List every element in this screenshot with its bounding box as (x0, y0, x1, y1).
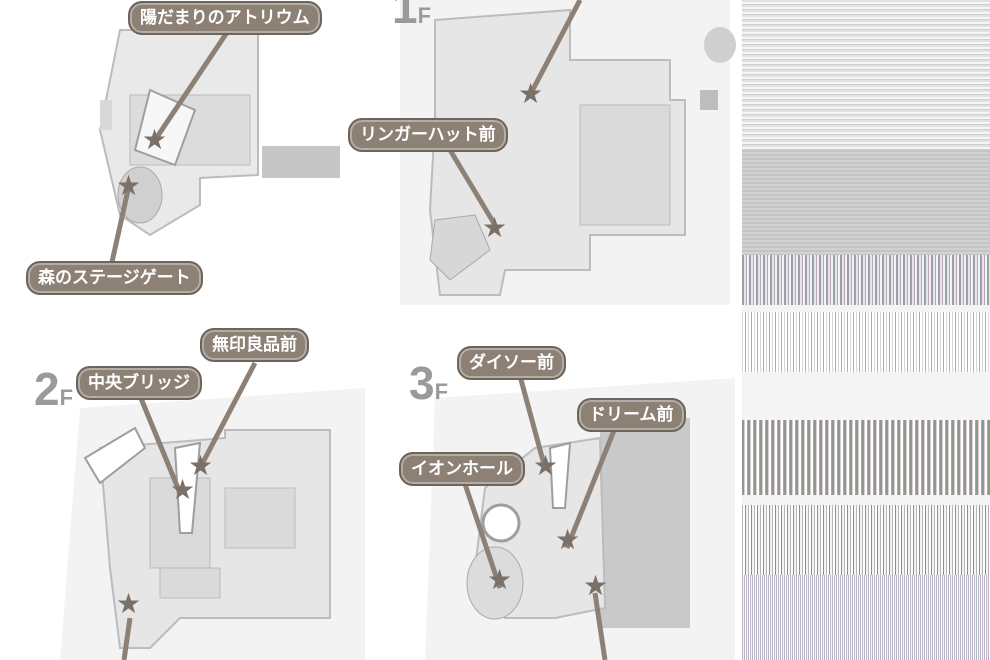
floor-plan-2f (60, 361, 365, 660)
callout-ringer-hut[interactable]: リンガーハット前 (348, 118, 508, 152)
star-marker-icon: ★ (533, 449, 559, 482)
photo-band (742, 505, 990, 575)
star-marker-icon: ★ (116, 587, 142, 620)
map-panel-1f: 1F ★ ★ リンガーハット前 (340, 0, 740, 315)
star-marker-icon: ★ (188, 449, 214, 482)
floor-number: 3 (409, 357, 435, 409)
star-marker-icon: ★ (142, 123, 168, 156)
floor-number: 1 (392, 0, 418, 33)
photo-band (742, 255, 990, 305)
callout-atrium[interactable]: 陽だまりのアトリウム (128, 1, 322, 35)
star-marker-icon: ★ (116, 169, 142, 202)
callout-dream[interactable]: ドリーム前 (577, 398, 686, 432)
callout-central-bridge[interactable]: 中央ブリッジ (76, 366, 202, 400)
photo-band (742, 0, 990, 150)
floor-number: 2 (34, 363, 60, 415)
floor-label-1f: 1F (392, 0, 431, 30)
star-marker-icon: ★ (487, 563, 513, 596)
floor-plan-3f (425, 375, 735, 660)
star-marker-icon: ★ (170, 473, 196, 506)
map-panel-2f: 2F ★ ★ ★ 無印良品前 中央ブリッジ (0, 318, 370, 660)
callout-muji[interactable]: 無印良品前 (200, 328, 309, 362)
photo-band (742, 420, 990, 495)
callout-forest-stage-gate[interactable]: 森のステージゲート (26, 261, 203, 295)
star-marker-icon: ★ (555, 523, 581, 556)
callout-daiso[interactable]: ダイソー前 (457, 346, 566, 380)
star-marker-icon: ★ (583, 569, 609, 602)
floor-unit: F (417, 3, 432, 28)
photo-band (742, 150, 990, 255)
callout-aeon-hall[interactable]: イオンホール (399, 452, 525, 486)
floor-unit: F (59, 385, 74, 410)
floor-label-3f: 3F (409, 360, 448, 406)
floor-unit: F (434, 379, 449, 404)
floor-plan-1f (400, 0, 736, 305)
star-marker-icon: ★ (518, 77, 544, 110)
floor-label-2f: 2F (34, 366, 73, 412)
star-marker-icon: ★ (482, 211, 508, 244)
map-panel-3f: 3F ★ ★ ★ ★ ダイソー前 ドリーム前 イオンホール (395, 318, 740, 660)
photo-band (742, 312, 990, 372)
floor-plan-basement (98, 26, 340, 263)
photo-band (742, 575, 990, 660)
map-panel-basement: ★ ★ 陽だまりのアトリウム 森のステージゲート (0, 0, 360, 315)
photo-strip (742, 0, 990, 660)
